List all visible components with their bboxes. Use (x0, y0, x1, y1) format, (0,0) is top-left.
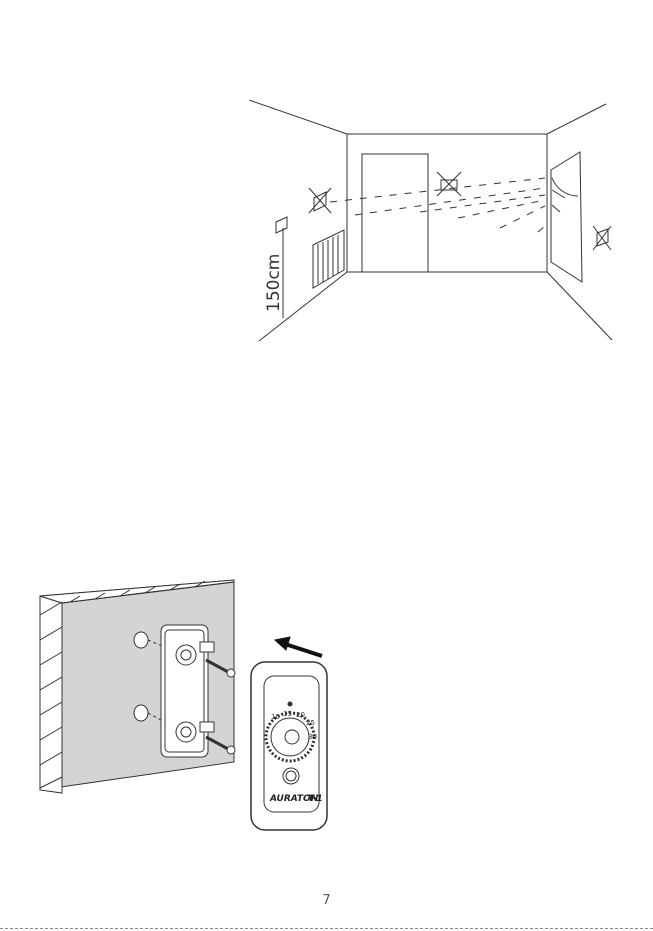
dial-label: 20 (296, 711, 305, 719)
thermostat-device: 10 15 20 25 30 AURATON T-1 (251, 662, 327, 830)
mounting-figure: 10 15 20 25 30 AURATON T-1 (25, 575, 345, 835)
thermostat-wrong-position-center (437, 172, 461, 196)
dial-label: 25 (306, 719, 315, 727)
page-number: 7 (0, 893, 653, 908)
thermostat-wrong-position-right (593, 226, 611, 250)
dial-label: 15 (283, 710, 292, 718)
room-placement-figure: 150cm (240, 100, 640, 345)
model-label: T-1 (308, 794, 323, 804)
radiator (313, 230, 344, 288)
bottom-rule (0, 928, 653, 929)
thermostat-wrong-position-left (309, 188, 331, 213)
arrow-left-icon (275, 637, 322, 656)
room-walls (249, 100, 612, 341)
height-label: 150cm (264, 254, 284, 312)
dial-label: 30 (308, 733, 317, 741)
window (551, 152, 582, 282)
dial-label: 10 (271, 713, 280, 721)
